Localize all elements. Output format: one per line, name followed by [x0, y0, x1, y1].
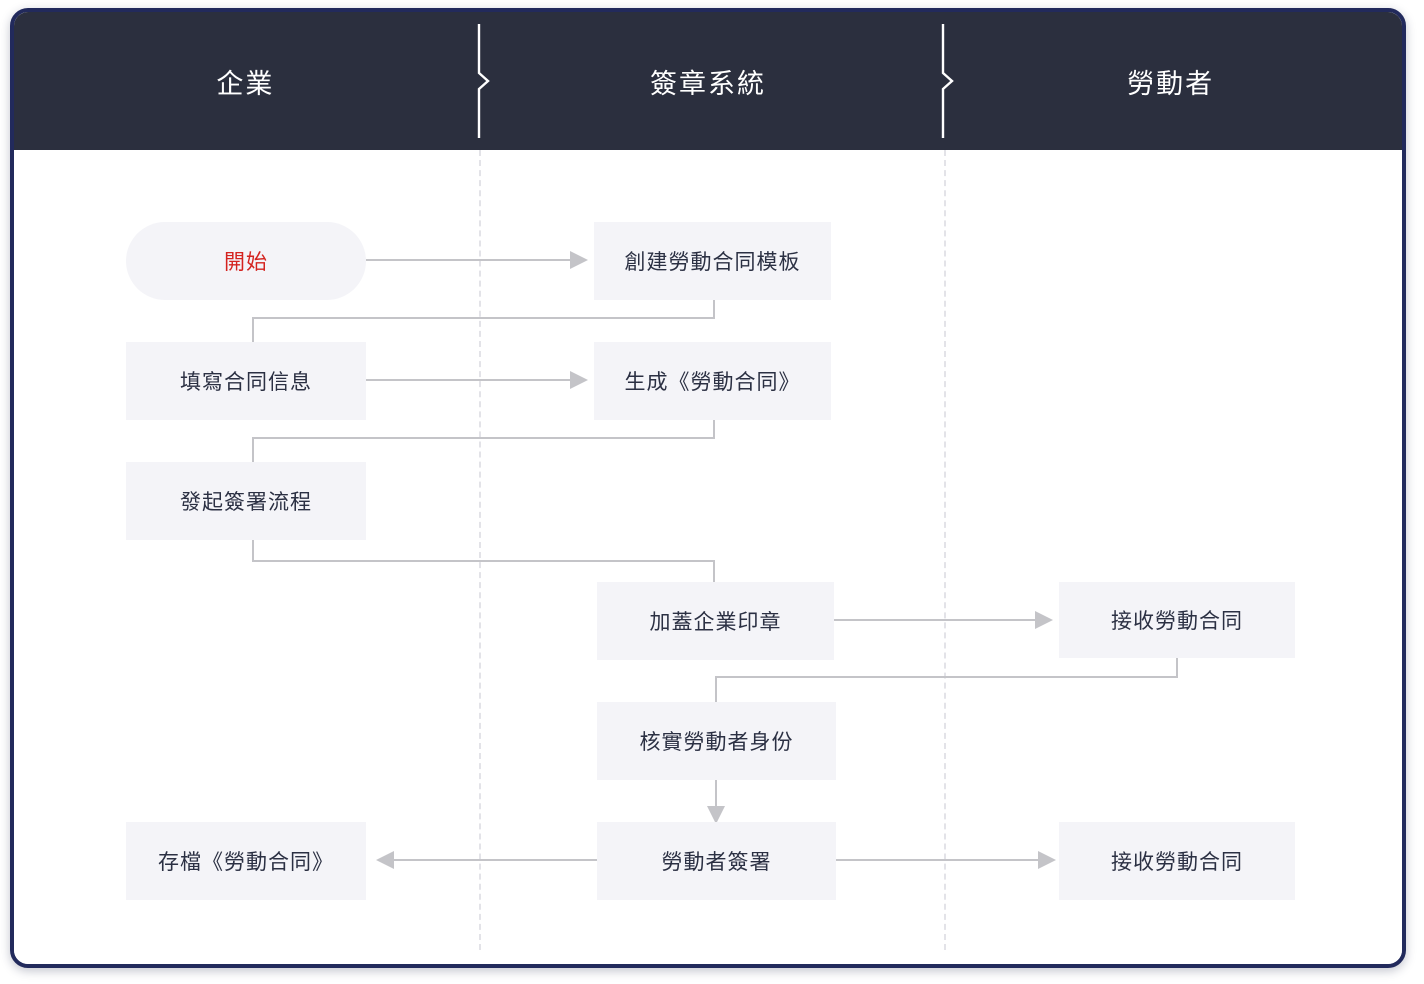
node-start[interactable]: 開始	[126, 222, 366, 300]
lane-divider-1	[479, 150, 481, 950]
node-verify-identity[interactable]: 核實勞動者身份	[597, 702, 836, 780]
node-create-template[interactable]: 創建勞動合同模板	[594, 222, 831, 300]
node-apply-seal[interactable]: 加蓋企業印章	[597, 582, 834, 660]
lane-divider-2	[944, 150, 946, 950]
lane-header: 企業 簽章系統 勞動者	[14, 12, 1402, 150]
lane-title-seal-system: 簽章系統	[650, 68, 766, 99]
node-receive-contract-2[interactable]: 接收勞動合同	[1059, 822, 1295, 900]
lane-body: 開始 創建勞動合同模板 填寫合同信息 生成《勞動合同》 發起簽署流程 加蓋企業印…	[14, 150, 1402, 964]
lane-title-enterprise: 企業	[216, 68, 275, 99]
lane-separator-chevron-icon-2	[932, 24, 956, 138]
swimlane-card: 企業 簽章系統 勞動者	[10, 8, 1406, 968]
lane-separator-chevron-icon-1	[468, 24, 492, 138]
node-start-signing[interactable]: 發起簽署流程	[126, 462, 366, 540]
node-archive-contract[interactable]: 存檔《勞動合同》	[126, 822, 366, 900]
node-receive-contract-1[interactable]: 接收勞動合同	[1059, 582, 1295, 658]
node-fill-info[interactable]: 填寫合同信息	[126, 342, 366, 420]
node-generate-contract[interactable]: 生成《勞動合同》	[594, 342, 831, 420]
node-worker-sign[interactable]: 勞動者簽署	[597, 822, 836, 900]
lane-title-worker: 勞動者	[1127, 68, 1215, 99]
